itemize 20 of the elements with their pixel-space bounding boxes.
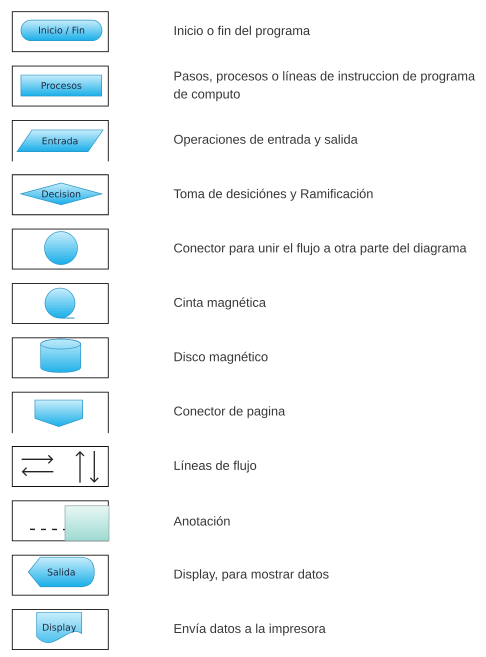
connector-circle	[44, 231, 78, 265]
description-text: Conector para unir el flujo a otra parte del diagrama	[174, 243, 467, 256]
description-text: Disco magnético	[174, 352, 268, 364]
description-text: Pasos, procesos o líneas de instruccion de programa de computo	[174, 71, 476, 102]
tape-symbol	[44, 288, 76, 319]
description-text: Display, para mostrar datos	[174, 569, 329, 582]
description-text: Conector de pagina	[174, 406, 286, 418]
disk-cylinder	[40, 338, 82, 373]
description-text: Inicio o fin del programa	[174, 26, 310, 38]
description-text: Anotación	[174, 516, 230, 526]
description-text: Toma de desiciónes y Ramificación	[174, 188, 373, 201]
description-text: Cinta magnética	[174, 297, 266, 310]
description-text: Líneas de flujo	[174, 460, 256, 473]
dashed-line	[30, 528, 65, 530]
page-connector	[34, 400, 83, 428]
description-text: Operaciones de entrada y salida	[174, 134, 358, 146]
process-box: Procesos	[20, 74, 102, 96]
terminal-box: Inicio / Fin	[20, 20, 102, 41]
annotation-box	[64, 506, 110, 542]
description-text: Envía datos a la impresora	[174, 624, 326, 636]
